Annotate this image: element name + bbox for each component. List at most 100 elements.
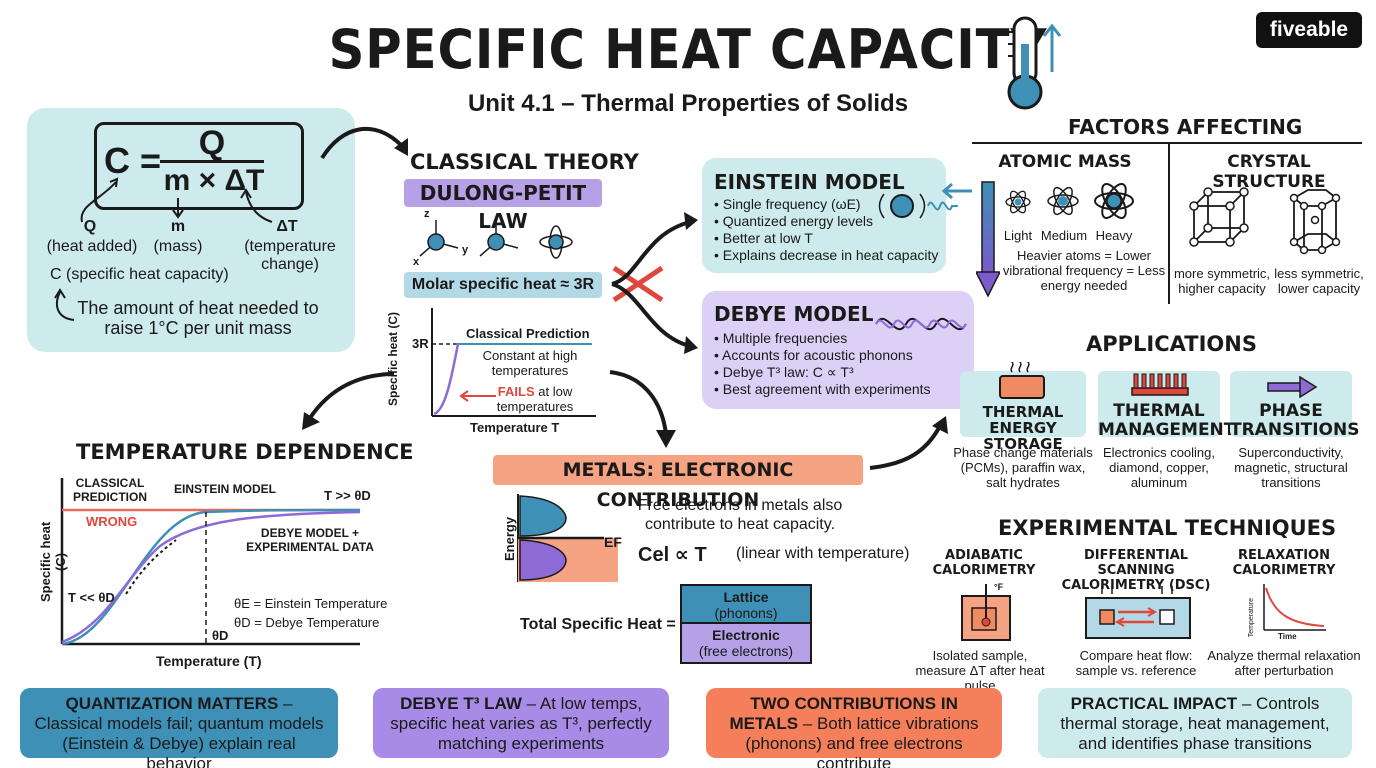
flow-arrows-to-models xyxy=(611,212,698,354)
classical-prediction-label: Classical Prediction xyxy=(466,326,590,341)
energy-axis-label: Energy xyxy=(502,516,517,562)
classical-graph xyxy=(431,308,596,417)
cel-formula: Cel ∝ T xyxy=(638,544,707,566)
atomic-mass-heading: ATOMIC MASS xyxy=(998,152,1132,172)
dt-label: (temperature change) xyxy=(244,238,336,273)
app-phase-transitions-card[interactable] xyxy=(1230,371,1352,437)
flow-arrow-formula-to-classical xyxy=(320,127,408,160)
relax-y-label: Temperature xyxy=(1248,598,1255,638)
lattice-box: Lattice (phonons) xyxy=(680,584,812,624)
summary-metals: TWO CONTRIBUTIONS IN METALS – Both latti… xyxy=(706,688,1002,768)
debye-experimental-tag: DEBYE MODEL + EXPERIMENTAL DATA xyxy=(246,526,374,554)
app-thermal-management-title: THERMAL MANAGEMENT xyxy=(1098,401,1236,440)
c-definition: C (specific heat capacity) xyxy=(50,266,229,283)
debye-bullet: Best agreement with experiments xyxy=(714,381,974,398)
three-r-tick: 3R xyxy=(412,336,429,351)
less-symmetric-label: less symmetric, lower capacity xyxy=(1274,266,1364,296)
theta-d-mark: θD xyxy=(212,628,229,643)
fermi-level-label: EF xyxy=(604,534,622,550)
app-thermal-storage-title: THERMAL ENERGY STORAGE xyxy=(982,403,1064,453)
free-electron-note: Free electrons in metals also contribute… xyxy=(637,497,843,533)
lattice-label: Lattice xyxy=(723,589,769,605)
electronic-sub: (free electrons) xyxy=(698,643,794,659)
heat-tank-icon xyxy=(999,362,1045,399)
m-symbol: m xyxy=(170,218,186,235)
formula-c: C = xyxy=(104,140,162,181)
electronic-box: Electronic (free electrons) xyxy=(680,624,812,664)
dt-symbol: ΔT xyxy=(276,218,298,235)
relax-x-label: Time xyxy=(1278,632,1297,641)
temp-graph-y-label: Specific heat (C) xyxy=(38,521,68,603)
factors-divider xyxy=(972,142,1362,144)
fermi-diagram xyxy=(517,494,618,582)
mass-note: Heavier atoms = Lower vibrational freque… xyxy=(1002,248,1166,293)
adiabatic-desc: Isolated sample, measure ΔT after heat p… xyxy=(915,648,1045,693)
atom-axes-icons xyxy=(419,220,573,259)
constant-note: Constant at high temperatures xyxy=(482,348,578,378)
theta-d-legend: θD = Debye Temperature xyxy=(234,615,380,630)
dsc-icon xyxy=(1085,586,1191,639)
einstein-bullets: Single frequency (ωE) Quantized energy l… xyxy=(714,196,944,264)
thermo-unit-label: °F xyxy=(994,582,1004,592)
more-symmetric-label: more symmetric, higher capacity xyxy=(1173,266,1271,296)
relaxation-title: RELAXATION CALORIMETRY xyxy=(1232,548,1336,578)
einstein-bullet: Explains decrease in heat capacity xyxy=(714,247,944,264)
relaxation-desc: Analyze thermal relaxation after perturb… xyxy=(1207,648,1361,678)
high-t-tag: T >> θD xyxy=(324,488,371,503)
axis-z-label: z xyxy=(424,208,430,220)
debye-bullet: Debye T³ law: C ∝ T³ xyxy=(714,364,974,381)
cel-note: (linear with temperature) xyxy=(736,545,910,562)
atom-medium-icon xyxy=(1047,186,1079,216)
flow-arrow-metals-to-apps xyxy=(869,416,948,470)
temp-graph-x-label: Temperature (T) xyxy=(156,653,262,669)
debye-bullet: Multiple frequencies xyxy=(714,330,974,347)
experimental-heading: EXPERIMENTAL TECHNIQUES xyxy=(998,516,1337,540)
heavy-label: Heavy xyxy=(1095,228,1133,243)
debye-title: DEBYE MODEL xyxy=(714,302,874,326)
multi-wave-icon xyxy=(875,317,967,331)
crystal-structure-heading: CRYSTAL STRUCTURE xyxy=(1212,152,1326,192)
q-label: (heat added) xyxy=(46,238,138,255)
factors-left-arrow xyxy=(941,182,972,200)
mass-gradient-arrow xyxy=(976,181,1000,298)
einstein-title: EINSTEIN MODEL xyxy=(714,170,905,194)
relaxation-curve-icon xyxy=(1263,584,1326,631)
atom-light-icon xyxy=(1005,190,1031,214)
metals-banner: METALS: ELECTRONIC CONTRIBUTION xyxy=(493,455,863,511)
flow-arrow-to-temp-dependence xyxy=(302,372,395,430)
einstein-model-tag: EINSTEIN MODEL xyxy=(174,482,277,496)
page-title: SPECIFIC HEAT CAPACITY xyxy=(328,18,1048,81)
atom-heavy-icon xyxy=(1094,183,1134,219)
red-x-icon xyxy=(612,265,664,303)
app-phase-transitions-desc: Superconductivity, magnetic, structural … xyxy=(1234,445,1348,490)
axis-x-label: x xyxy=(413,256,420,268)
app-phase-transitions-title: PHASE TRANSITIONS xyxy=(1230,401,1360,440)
definition-arrow xyxy=(54,288,75,321)
thermometer-icon xyxy=(1007,16,1062,110)
dulong-petit-label: DULONG-PETIT LAW xyxy=(404,179,602,233)
flow-arrow-to-metals xyxy=(609,370,676,448)
m-label: (mass) xyxy=(153,238,203,255)
page-subtitle: Unit 4.1 – Thermal Properties of Solids xyxy=(467,90,909,117)
einstein-bullet: Single frequency (ωE) xyxy=(714,196,944,213)
summary-practical: PRACTICAL IMPACT – Controls thermal stor… xyxy=(1038,688,1352,758)
fiveable-logo[interactable]: fiveable xyxy=(1256,12,1362,48)
temp-dependence-graph xyxy=(60,478,361,646)
medium-label: Medium xyxy=(1040,228,1088,243)
vibrating-atom-icon xyxy=(878,193,958,219)
app-thermal-management-desc: Electronics cooling, diamond, copper, al… xyxy=(1103,445,1215,490)
classical-heading: CLASSICAL THEORY xyxy=(410,150,639,174)
low-t-tag: T << θD xyxy=(68,590,115,605)
molar-heat-label: Molar specific heat ≈ 3R xyxy=(404,272,602,298)
applications-heading: APPLICATIONS xyxy=(1086,332,1257,356)
formula-panel xyxy=(27,108,355,352)
axis-y-label: y xyxy=(462,244,469,256)
electronic-label: Electronic xyxy=(712,627,780,643)
heatsink-icon xyxy=(1131,373,1189,396)
wrong-tag: WRONG xyxy=(86,514,138,529)
q-symbol: Q xyxy=(83,218,97,235)
classical-prediction-tag: CLASSICAL PREDICTION xyxy=(72,476,147,504)
debye-bullet: Accounts for acoustic phonons xyxy=(714,347,974,364)
light-label: Light xyxy=(1003,228,1033,243)
einstein-bullet: Better at low T xyxy=(714,230,944,247)
